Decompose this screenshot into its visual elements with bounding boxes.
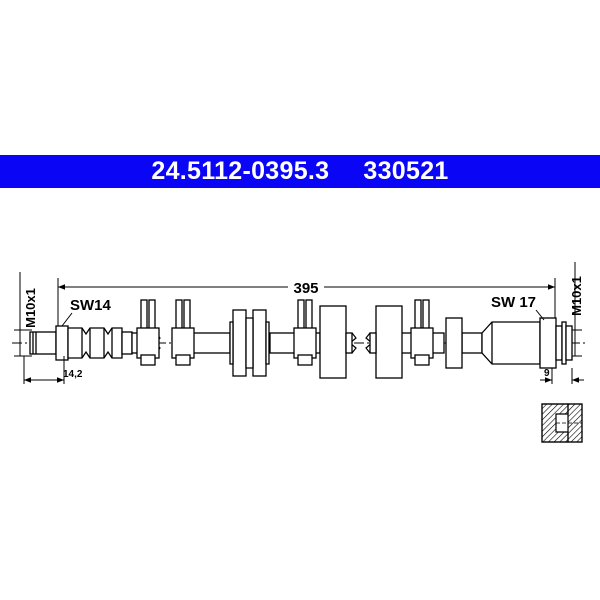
section-detail [541,403,583,443]
part-number: 24.5112-0395.3 [151,157,330,185]
right-wrench-label: SW 17 [491,294,536,311]
overall-length-label: 395 [293,280,318,297]
overall-length-dimension: 395 [57,278,556,326]
hose-clamps [136,299,463,379]
left-offset-dimension: 14,2 [23,356,83,384]
left-thread-label: M10x1 [23,288,38,328]
left-offset-label: 14,2 [63,369,83,380]
title-bar: 24.5112-0395.3 330521 [0,155,600,188]
left-fitting [29,325,133,361]
right-wrench-callout: SW 17 [491,294,545,321]
right-offset-dimension: 9 [540,368,584,384]
left-thread-dimension: M10x1 [14,272,38,357]
right-offset-label: 9 [544,368,550,379]
left-wrench-label: SW14 [70,297,112,314]
left-wrench-callout: SW14 [61,297,112,327]
right-fitting [481,317,573,369]
reference-number: 330521 [363,157,449,185]
right-thread-label: M10x1 [569,276,584,316]
